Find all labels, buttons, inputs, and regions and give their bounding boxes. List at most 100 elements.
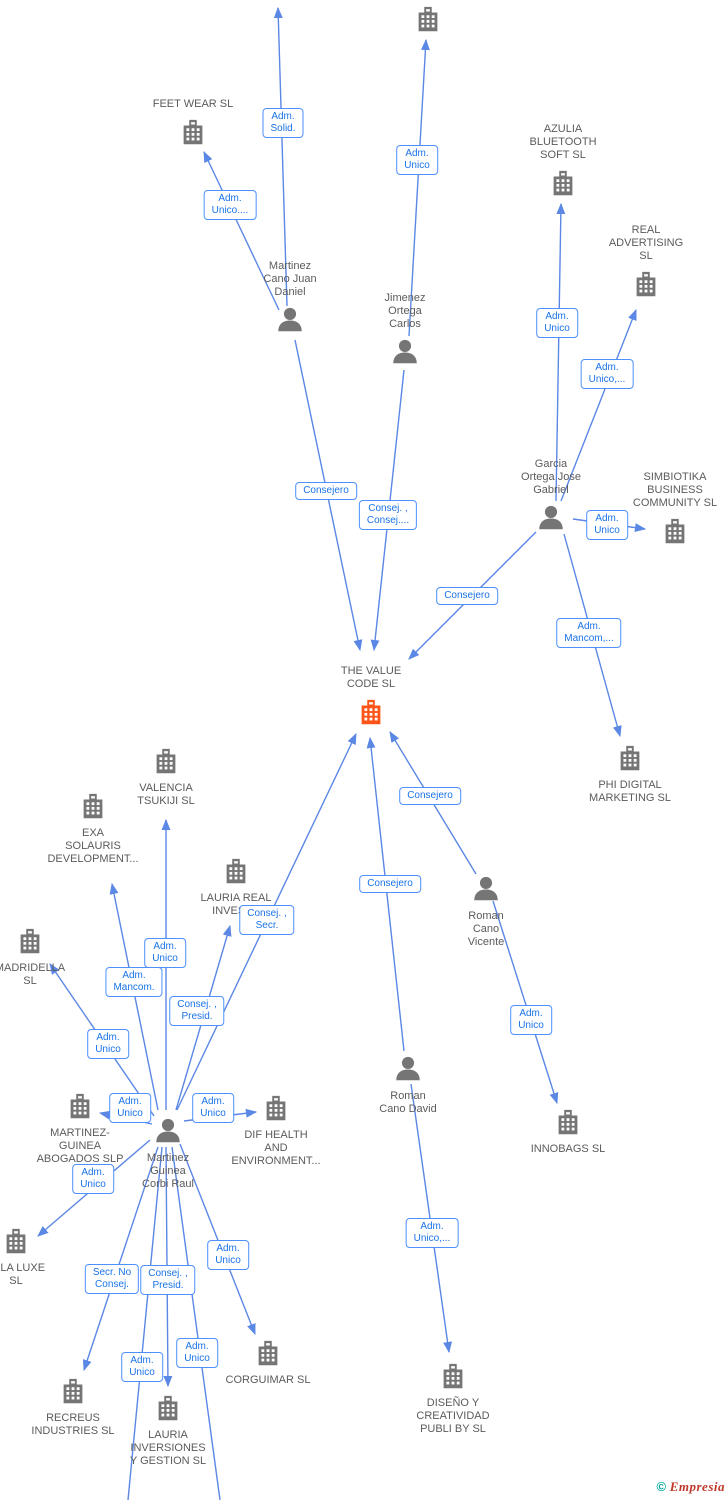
node-martinez-cano-juan-daniel[interactable]: Martinez Cano Juan Daniel [230, 260, 350, 335]
company-label: DISEÑO Y CREATIVIDAD PUBLI BY SL [416, 1397, 490, 1435]
company-label: FEET WEAR SL [152, 98, 234, 110]
watermark-logo[interactable]: © Empresia [656, 1479, 725, 1495]
node-madridella-sl[interactable]: MADRIDELLA SL [0, 926, 90, 988]
company-label: INNOBAGS SL [530, 1143, 606, 1155]
node-roman-cano-david[interactable]: Roman Cano David [348, 1054, 468, 1116]
building-icon [261, 1093, 291, 1123]
company-label: LAURIA INVERSIONES Y GESTION SL [129, 1429, 207, 1467]
node-garcia-ortega-jose-gabriel[interactable]: Garcia Ortega Jose Gabriel [491, 458, 611, 533]
edge-label: Adm. Unico [144, 938, 186, 968]
node-recreus-industries-sl[interactable]: RECREUS INDUSTRIES SL [13, 1376, 133, 1438]
building-icon [151, 746, 181, 776]
building-icon [221, 856, 251, 886]
building-icon [438, 1361, 468, 1391]
person-icon [536, 503, 566, 533]
building-icon [15, 926, 45, 956]
node-the-value-code-sl[interactable]: THE VALUE CODE SL [311, 665, 431, 727]
edge-label: Consej. , Presid. [140, 1265, 196, 1295]
person-label: Martinez Guinea Corbi Raul [142, 1152, 194, 1190]
building-icon [178, 117, 208, 147]
edge-label: Adm. Mancom,... [556, 618, 622, 648]
node-company-top[interactable] [368, 4, 488, 34]
edge-label: Consejero [295, 482, 357, 500]
node-martinez-guinea-abogados-slp[interactable]: MARTINEZ- GUINEA ABOGADOS SLP [20, 1091, 140, 1166]
node-corguimar-sl[interactable]: CORGUIMAR SL [208, 1338, 328, 1387]
person-label: Martinez Cano Juan Daniel [263, 260, 317, 298]
building-icon [356, 697, 386, 727]
building-icon [78, 791, 108, 821]
building-icon [553, 1107, 583, 1137]
node-lauria-inversiones-y-gestion-sl[interactable]: LAURIA INVERSIONES Y GESTION SL [108, 1393, 228, 1468]
edge-label: Consejero [399, 787, 461, 805]
edge-label: Adm. Unico [207, 1240, 249, 1270]
edge-label: Consejero [436, 587, 498, 605]
node-diseno-y-creatividad-publi-by-sl[interactable]: DISEÑO Y CREATIVIDAD PUBLI BY SL [393, 1361, 513, 1436]
node-innobags-sl[interactable]: INNOBAGS SL [508, 1107, 628, 1156]
edge-raul-offscreen-bottom-2 [171, 1146, 221, 1500]
building-icon [65, 1091, 95, 1121]
edge-garcia-real-advertising [560, 308, 637, 502]
node-jimenez-ortega-carlos[interactable]: Jimenez Ortega Carlos [345, 292, 465, 367]
edge-label: Adm. Unico [396, 145, 438, 175]
edge-raul-exa-solauris [109, 882, 159, 1111]
building-icon [253, 1338, 283, 1368]
person-label: Roman Cano David [379, 1090, 437, 1115]
company-label: EXA SOLAURIS DEVELOPMENT... [47, 827, 139, 865]
building-icon [1, 1226, 31, 1256]
edge-label: Adm. Mancom. [105, 967, 163, 997]
copyright-symbol: © [656, 1479, 667, 1494]
edge-jimenez-company-top [408, 38, 430, 337]
edge-garcia-azulia [555, 202, 566, 502]
node-real-advertising-sl[interactable]: REAL ADVERTISING SL [586, 224, 706, 299]
company-label: ELLA LUXE SL [0, 1262, 46, 1287]
edge-label: Adm. Unico [586, 510, 628, 540]
edge-raul-corguimar [179, 1143, 256, 1336]
edge-label: Adm. Unico [176, 1338, 218, 1368]
brand-name: Empresia [669, 1479, 725, 1494]
node-simbiotika-business-community-sl[interactable]: SIMBIOTIKA BUSINESS COMMUNITY SL [615, 471, 728, 546]
edge-martinez-cano-offscreen-top [273, 6, 288, 307]
building-icon [548, 168, 578, 198]
node-valencia-tsukiji-sl[interactable]: VALENCIA TSUKIJI SL [106, 746, 226, 808]
edge-raul-recreus [82, 1146, 159, 1372]
person-icon [275, 305, 305, 335]
edge-raul-offscreen-bottom-1 [127, 1146, 163, 1500]
edge-label: Adm. Unico [192, 1093, 234, 1123]
edge-label: Adm. Unico.... [203, 190, 257, 220]
edge-label: Secr. No Consej. [84, 1264, 140, 1294]
company-label: AZULIA BLUETOOTH SOFT SL [529, 123, 597, 161]
person-icon [393, 1054, 423, 1084]
edge-label: Adm. Unico [72, 1164, 114, 1194]
edge-roman-david-value-code [366, 736, 405, 1052]
person-label: Garcia Ortega Jose Gabriel [521, 458, 581, 496]
edge-label: Consej. , Secr. [239, 905, 295, 935]
node-azulia-bluetooth-soft-sl[interactable]: AZULIA BLUETOOTH SOFT SL [503, 123, 623, 198]
company-label: VALENCIA TSUKIJI SL [137, 782, 195, 807]
company-label: REAL ADVERTISING SL [608, 224, 684, 262]
node-martinez-guinea-corbi-raul[interactable]: Martinez Guinea Corbi Raul [108, 1116, 228, 1191]
person-label: Roman Cano Vicente [467, 910, 505, 948]
company-label: PHI DIGITAL MARKETING SL [589, 779, 671, 804]
edge-label: Consej. , Presid. [169, 996, 225, 1026]
edge-label: Adm. Unico,... [580, 359, 634, 389]
node-dif-health-and-environment[interactable]: DIF HEALTH AND ENVIRONMENT... [216, 1093, 336, 1168]
building-icon [631, 269, 661, 299]
building-icon [615, 743, 645, 773]
building-icon [413, 4, 443, 34]
company-label: RECREUS INDUSTRIES SL [31, 1412, 115, 1437]
node-roman-cano-vicente[interactable]: Roman Cano Vicente [426, 874, 546, 949]
edge-label: Adm. Unico [510, 1005, 552, 1035]
company-label: DIF HEALTH AND ENVIRONMENT... [231, 1129, 321, 1167]
node-feet-wear-sl[interactable]: FEET WEAR SL [133, 98, 253, 147]
person-label: Jimenez Ortega Carlos [384, 292, 426, 330]
person-icon [153, 1116, 183, 1146]
edge-label: Adm. Unico [121, 1352, 163, 1382]
edge-martinez-cano-feet-wear [203, 150, 280, 311]
node-exa-solauris-development[interactable]: EXA SOLAURIS DEVELOPMENT... [33, 791, 153, 866]
edge-label: Adm. Solid. [262, 108, 304, 138]
node-ella-luxe-sl[interactable]: ELLA LUXE SL [0, 1226, 76, 1288]
edge-label: Adm. Unico [109, 1093, 151, 1123]
edge-label: Adm. Unico,... [405, 1218, 459, 1248]
node-phi-digital-marketing-sl[interactable]: PHI DIGITAL MARKETING SL [570, 743, 690, 805]
